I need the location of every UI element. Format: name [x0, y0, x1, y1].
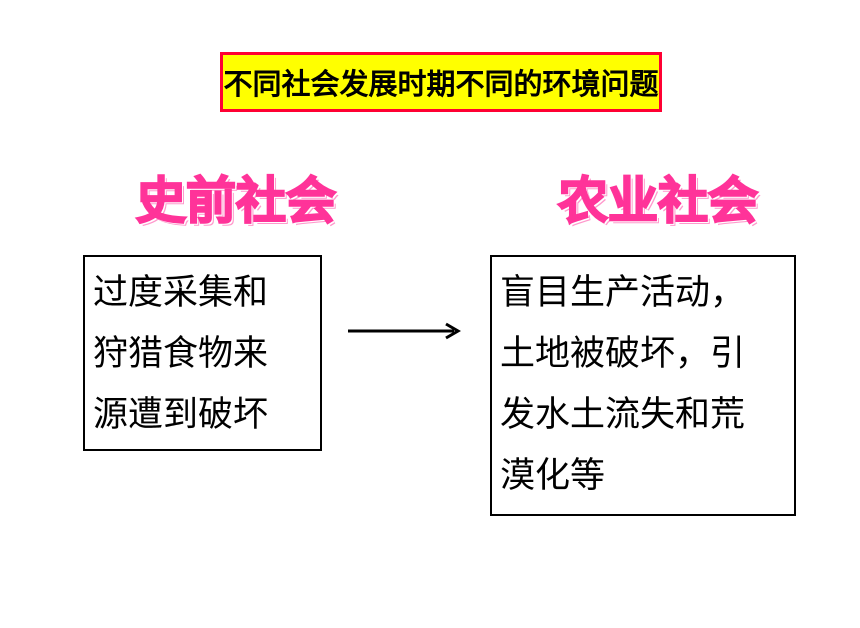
agricultural-line-4: 漠化等 [500, 456, 606, 496]
right-arrow-icon [348, 322, 461, 340]
prehistoric-line-1: 过度采集和 [93, 273, 269, 313]
heading-agricultural-society: 农业社会 [557, 172, 759, 230]
title-banner: 不同社会发展时期不同的环境问题 [220, 52, 662, 112]
agricultural-line-3: 发水土流失和荒 [500, 395, 746, 435]
agricultural-line-1: 盲目生产活动， [500, 273, 746, 313]
prehistoric-description-box: 过度采集和 狩猎食物来 源遭到破坏 [83, 255, 322, 451]
prehistoric-line-2: 狩猎食物来 [93, 334, 269, 374]
agricultural-description-box: 盲目生产活动， 土地被破坏，引 发水土流失和荒 漠化等 [490, 255, 796, 516]
agricultural-line-2: 土地被破坏，引 [500, 334, 746, 374]
prehistoric-line-3: 源遭到破坏 [93, 395, 269, 435]
heading-prehistoric-society: 史前社会 [135, 172, 337, 230]
slide-title: 不同社会发展时期不同的环境问题 [223, 67, 659, 101]
